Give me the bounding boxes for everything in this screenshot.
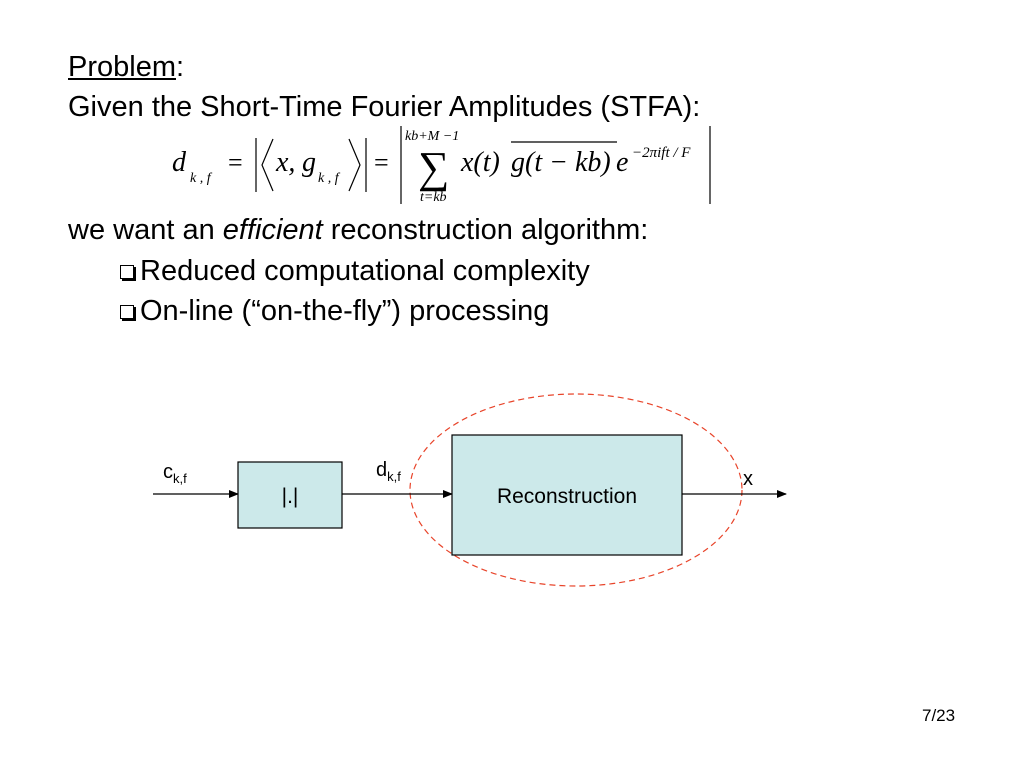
reconstruction-label: Reconstruction: [497, 485, 637, 508]
formula-e: e: [616, 147, 628, 178]
bullet-1: Reduced computational complexity: [120, 254, 590, 288]
formula-group: d k , f = x, g k , f = kb+M −1 ∑ t=kb x(…: [172, 126, 711, 205]
formula-gconj: g(t − kb): [511, 147, 611, 178]
formula-eq2: =: [374, 148, 389, 177]
sum-upper: kb+M −1: [405, 129, 459, 144]
bullet-2-text: On-line (“on-the-fly”) processing: [140, 295, 550, 327]
slide-number: 7/23: [922, 706, 956, 725]
heading-given: Given the Short-Time Fourier Amplitudes …: [68, 91, 701, 123]
sum-sigma: ∑: [418, 143, 449, 192]
want-line: we want an efficient reconstruction algo…: [68, 213, 648, 247]
formula-g: g: [302, 147, 316, 178]
checkbox-bullet-icon: [120, 265, 134, 279]
input-label: ck,f: [163, 461, 187, 486]
checkbox-bullet-icon: [120, 305, 134, 319]
formula-exponent: −2πift / F: [632, 145, 691, 161]
want-post: reconstruction algorithm:: [322, 214, 649, 246]
reconstruction-block: [451, 434, 683, 556]
angle-right: [348, 138, 361, 192]
bullet-1-text: Reduced computational complexity: [140, 255, 590, 287]
formula-xt: x(t): [460, 147, 500, 178]
bullet-2: On-line (“on-the-fly”) processing: [120, 294, 549, 328]
sum-lower: t=kb: [420, 190, 447, 205]
formula-x: x,: [275, 147, 295, 178]
abs-block: [237, 461, 343, 529]
want-emphasis: efficient: [222, 214, 323, 246]
highlight-ellipse: [409, 393, 743, 587]
formula-eq1: =: [228, 148, 243, 177]
angle-left: [261, 138, 274, 192]
formula-g-sub: k , f: [318, 171, 341, 186]
output-label: x: [743, 468, 753, 490]
problem-colon: :: [176, 51, 185, 83]
abs-block-label: |.|: [282, 485, 299, 508]
mid-label: dk,f: [376, 459, 401, 484]
formula-d-sub: k , f: [190, 171, 213, 186]
want-pre: we want an: [68, 214, 223, 246]
problem-word: Problem: [68, 51, 176, 83]
formula-d: d: [172, 147, 187, 178]
heading-problem: Problem:: [68, 50, 184, 84]
